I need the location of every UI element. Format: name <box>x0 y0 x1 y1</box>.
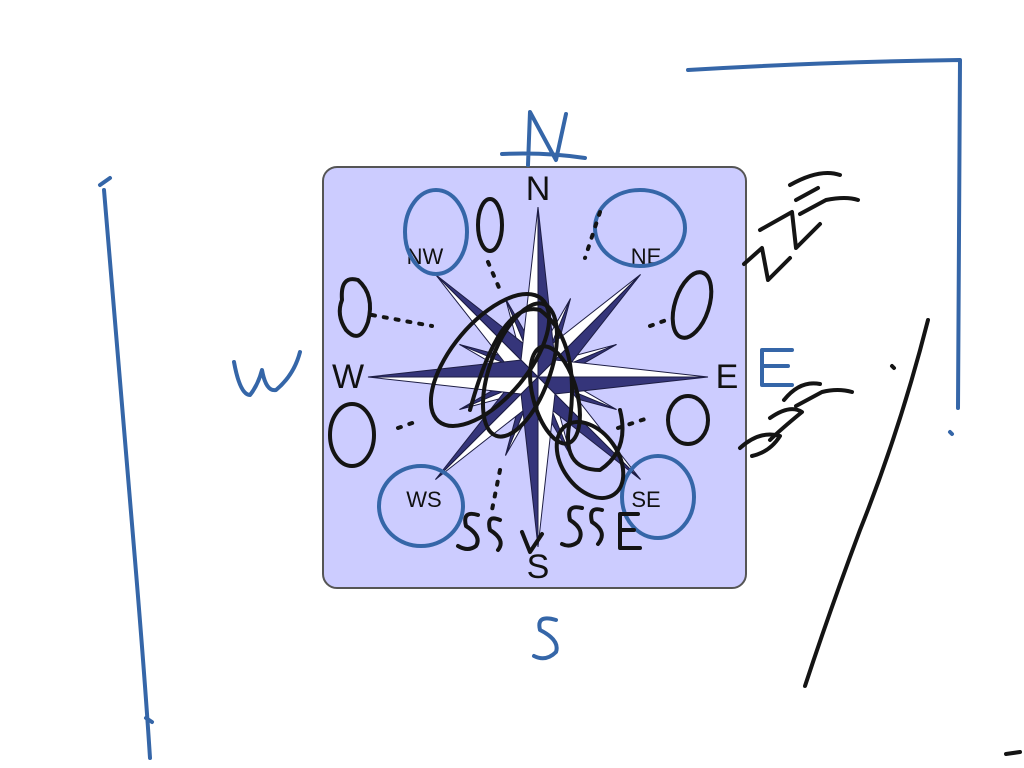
black-dots-east <box>616 316 674 430</box>
blue-circle-southwest <box>377 464 465 548</box>
label-southwest: WS <box>406 487 441 512</box>
black-letters-ene <box>742 171 860 282</box>
blue-left-vertical-line <box>98 176 152 760</box>
black-circle-west-lower <box>328 402 376 468</box>
blue-letter-w <box>232 350 302 397</box>
black-circle-east-upper <box>670 270 714 340</box>
black-dots-northeast <box>583 210 602 260</box>
black-scribble-loop-1 <box>428 292 552 428</box>
black-letters-ese <box>738 381 854 458</box>
blue-letter-n <box>500 110 587 167</box>
black-circle-west-upper <box>337 277 372 338</box>
label-west: W <box>332 358 364 396</box>
blue-letter-e <box>760 348 794 387</box>
black-stray-marks <box>890 364 1022 756</box>
black-dots-west-upper <box>370 313 434 328</box>
label-south: S <box>527 548 550 586</box>
label-north: N <box>526 170 551 208</box>
blue-circle-northwest <box>403 188 469 276</box>
blue-circle-southeast <box>620 454 696 540</box>
blue-left-mark <box>144 716 154 724</box>
black-dots-west-lower <box>396 420 417 430</box>
blue-letter-s <box>532 616 559 661</box>
black-circle-top <box>476 197 504 253</box>
black-letters-ssw <box>456 511 544 554</box>
black-right-diagonal-line <box>803 318 930 688</box>
black-scribble-loop-4 <box>554 420 626 500</box>
black-dots-northwest <box>486 260 502 292</box>
blue-right-bracket <box>686 58 962 436</box>
black-scribble-loop-2 <box>481 301 559 439</box>
label-southeast: SE <box>631 487 660 512</box>
black-circle-east-lower <box>666 394 710 446</box>
label-east: E <box>716 358 739 396</box>
black-scribble-swirl <box>468 307 625 472</box>
black-letters-sse <box>560 505 642 550</box>
black-annotations <box>328 171 1022 756</box>
